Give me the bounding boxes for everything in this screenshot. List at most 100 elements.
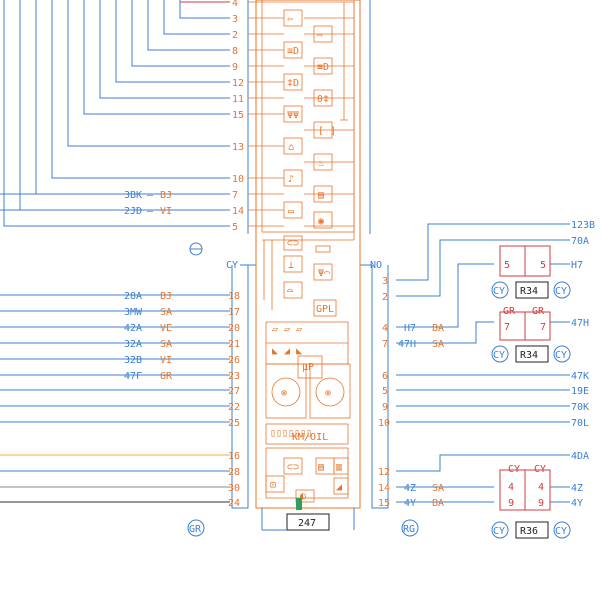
gpl-label: GPL bbox=[316, 304, 334, 315]
wire-color: SA bbox=[160, 339, 172, 350]
wire-color: BA bbox=[432, 498, 444, 509]
wire-color: VE bbox=[160, 323, 172, 334]
pin-label: 26 bbox=[228, 355, 240, 366]
svg-text:‡D: ‡D bbox=[287, 78, 299, 89]
wire-color: SA bbox=[432, 339, 444, 350]
device-247: ⇦ ⇨ ≡D ≡D ‡D 0‡ ΨΨ [ ] ⌂ ♨ ♪ ▤ ▭ ◉ bbox=[248, 0, 361, 531]
pin-label: 4 bbox=[382, 323, 388, 334]
connector-gr-badge: GR bbox=[187, 519, 205, 537]
relay-ref: R36 bbox=[520, 526, 538, 537]
svg-text:♪: ♪ bbox=[288, 174, 294, 185]
pin-label: 2 bbox=[232, 30, 238, 41]
pin-label: 3 bbox=[382, 276, 388, 287]
relay-r34-upper: 5 5 CY CY R34 bbox=[491, 245, 571, 299]
relay-side-label: CY bbox=[493, 350, 505, 361]
relay-ref: R34 bbox=[520, 286, 538, 297]
left-connector-outline bbox=[231, 0, 256, 509]
pin-label: 6 bbox=[382, 371, 388, 382]
relay-r34-lower: GR GR 7 7 CY CY R34 bbox=[491, 306, 571, 363]
device-ref: 247 bbox=[298, 518, 316, 529]
svg-text:—: — bbox=[147, 206, 154, 217]
svg-text:≡D: ≡D bbox=[287, 46, 299, 57]
pin-label: 2 bbox=[382, 292, 388, 303]
relay-side-label: CY bbox=[555, 286, 567, 297]
connector-rg-badge: RG bbox=[401, 519, 419, 537]
wire-code: 42A bbox=[124, 323, 142, 334]
svg-text:⊂⊃: ⊂⊃ bbox=[287, 462, 299, 473]
pin-label: 10 bbox=[378, 418, 390, 429]
odometer-label: KM/OIL bbox=[292, 432, 328, 443]
svg-text:⇨: ⇨ bbox=[317, 30, 323, 41]
right-wires bbox=[396, 223, 570, 503]
svg-text:▱ ▱ ▱: ▱ ▱ ▱ bbox=[272, 324, 302, 335]
pin-label: 30 bbox=[228, 483, 240, 494]
pin-label: 27 bbox=[228, 386, 240, 397]
wire-color: GR bbox=[160, 371, 173, 382]
pin-label: 14 bbox=[232, 206, 244, 217]
relay-pin: 9 bbox=[508, 498, 514, 509]
wire-color: VI bbox=[160, 355, 172, 366]
svg-text:ΨΨ: ΨΨ bbox=[287, 110, 299, 121]
relay-top-label: CY bbox=[508, 464, 520, 475]
wire-code: 32A bbox=[124, 339, 142, 350]
relay-top-label: GR bbox=[503, 306, 516, 317]
pin-label: 21 bbox=[228, 339, 240, 350]
wire-code: 4Z bbox=[571, 483, 583, 494]
right-wire-codes: H7 BA 47H SA 4Z SA 4Y BA bbox=[398, 323, 444, 509]
pin-label: 3 bbox=[232, 14, 238, 25]
left-lower-pin-labels: 18 17 20 21 26 23 27 22 25 16 28 30 24 bbox=[228, 291, 240, 509]
left-lower-wires bbox=[0, 294, 230, 503]
wire-code: 70L bbox=[571, 418, 589, 429]
relay-side-label: CY bbox=[555, 526, 567, 537]
svg-text:▥: ▥ bbox=[336, 462, 342, 473]
relay-side-label: CY bbox=[493, 286, 505, 297]
far-right-labels: 123B 70A H7 47H 47K 19E 70K 70L 4DA 4Z 4… bbox=[571, 220, 595, 509]
svg-text:◢: ◢ bbox=[336, 482, 342, 493]
pin-label: 7 bbox=[382, 339, 388, 350]
right-connector-outline bbox=[360, 0, 389, 509]
svg-text:⊗: ⊗ bbox=[325, 388, 331, 399]
pin-label: 5 bbox=[382, 386, 388, 397]
wire-code: 19E bbox=[571, 386, 589, 397]
svg-text:⊂⊃: ⊂⊃ bbox=[287, 238, 299, 249]
relay-pin: 4 bbox=[538, 482, 544, 493]
svg-text:♨: ♨ bbox=[318, 158, 324, 169]
left-lower-wire-codes: 28A BJ 3MW SA 42A VE 32A SA 32B VI 47F G… bbox=[124, 291, 173, 382]
wire-code: 47F bbox=[124, 371, 142, 382]
svg-text:⊗: ⊗ bbox=[281, 388, 287, 399]
pin-label: 12 bbox=[232, 78, 244, 89]
wire-code: 70A bbox=[571, 236, 589, 247]
svg-text:⇦: ⇦ bbox=[287, 14, 293, 25]
relay-pin: 9 bbox=[538, 498, 544, 509]
pin-label: 22 bbox=[228, 402, 240, 413]
relay-pin: 7 bbox=[540, 322, 546, 333]
left-upper-wires bbox=[0, 0, 230, 227]
wire-code: 70K bbox=[571, 402, 589, 413]
relay-top-label: CY bbox=[534, 464, 546, 475]
wire-code: 32B bbox=[124, 355, 142, 366]
left-upper-pin-labels: 4 3 2 8 9 12 11 15 13 10 7 14 5 bbox=[232, 0, 244, 233]
wire-code: H7 bbox=[571, 260, 583, 271]
right-pin-labels: 3 2 4 7 6 5 9 10 12 14 15 bbox=[378, 276, 390, 509]
connector-rg-label: RG bbox=[403, 524, 415, 535]
wire-code: 47H bbox=[398, 339, 416, 350]
svg-text:◉: ◉ bbox=[318, 216, 324, 227]
wire-color: BA bbox=[432, 323, 444, 334]
svg-text:▤: ▤ bbox=[318, 190, 324, 201]
pin-label: 25 bbox=[228, 418, 240, 429]
pin-label: 17 bbox=[228, 307, 240, 318]
relay-pin: 5 bbox=[540, 260, 546, 271]
relay-top-label: GR bbox=[532, 306, 545, 317]
wire-code: 4Z bbox=[404, 483, 416, 494]
pin-label: 15 bbox=[378, 498, 390, 509]
relay-ref: R34 bbox=[520, 350, 538, 361]
svg-text:Ψ⌒: Ψ⌒ bbox=[318, 268, 330, 279]
pin-label: 4 bbox=[232, 0, 238, 9]
svg-text:[ ]: [ ] bbox=[318, 126, 336, 137]
relay-side-label: CY bbox=[555, 350, 567, 361]
wire-code: 47K bbox=[571, 371, 589, 382]
svg-text:▭: ▭ bbox=[288, 206, 294, 217]
svg-text:⌓: ⌓ bbox=[287, 286, 293, 297]
svg-text:◣ ◢ ◣: ◣ ◢ ◣ bbox=[272, 346, 302, 357]
